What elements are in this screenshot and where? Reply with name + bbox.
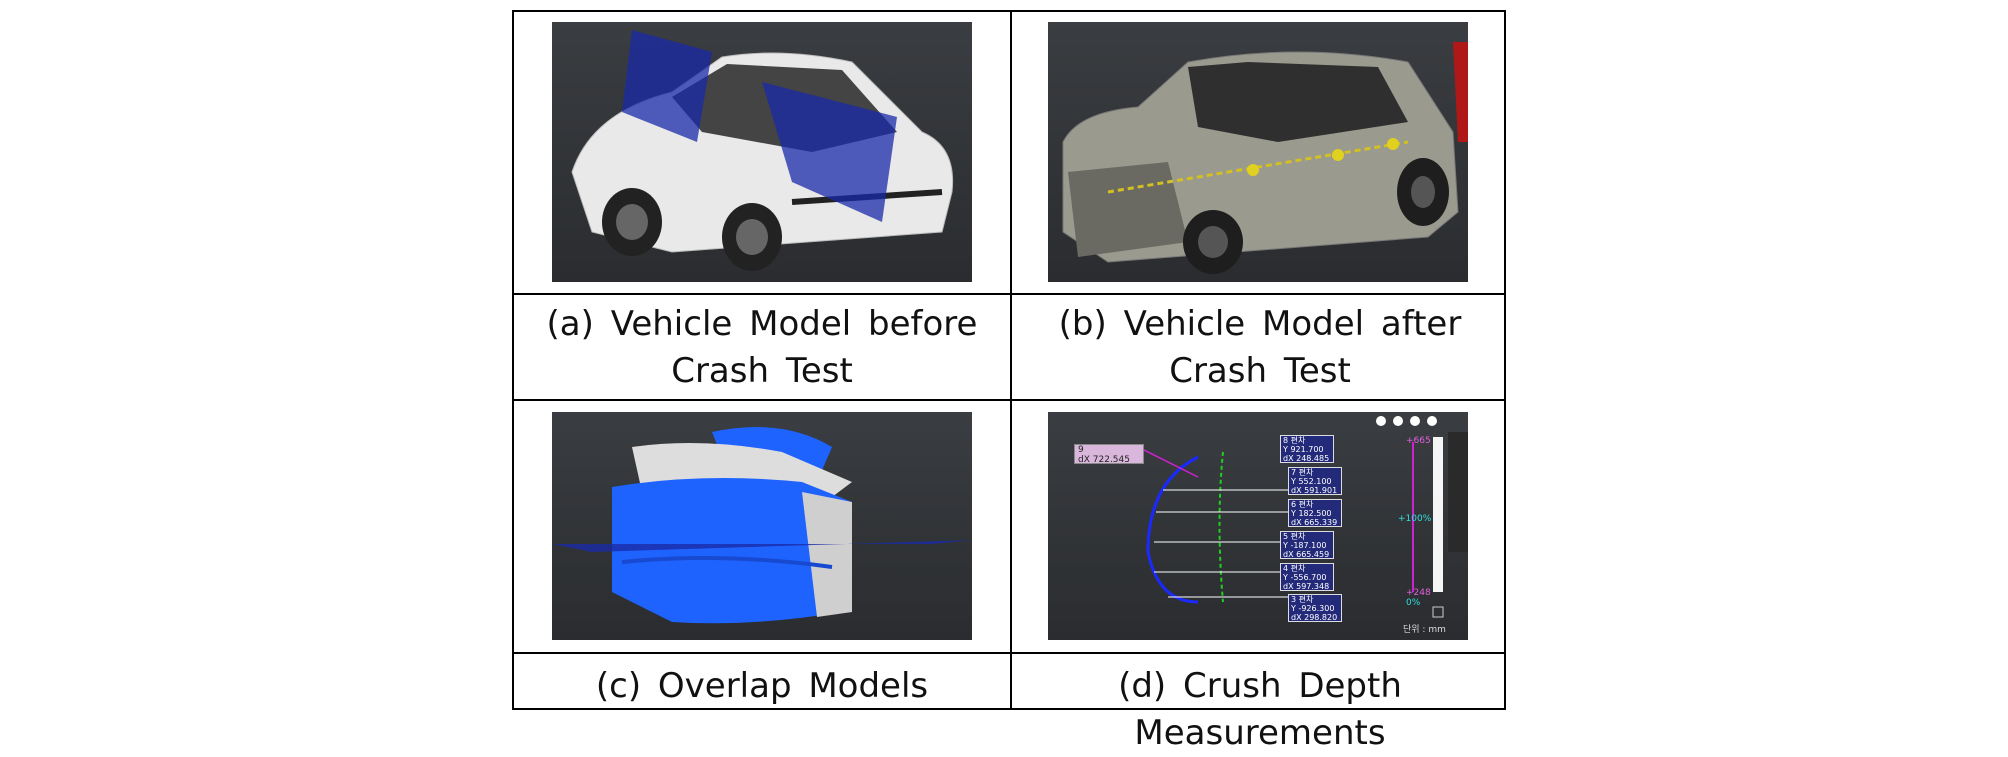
caption-b: (b) Vehicle Model after Crash Test: [1012, 301, 1508, 395]
vehicle-before-illustration: [571, 30, 954, 271]
caption-a-line1: (a) Vehicle Model before: [546, 304, 978, 344]
measurement-title: 편차: [1298, 595, 1314, 604]
table-divider-row2: [514, 399, 1504, 401]
toolbar-icons: [1376, 416, 1437, 426]
measure-header-value: 722.545: [1092, 455, 1130, 465]
measurement-dx-label: dX: [1283, 550, 1294, 559]
table-divider-row1: [514, 293, 1504, 295]
scale-zero-label: 0%: [1406, 598, 1421, 608]
measurement-y-value: 182.500: [1298, 509, 1332, 518]
measurement-y-label: Y: [1291, 604, 1296, 613]
vehicle-after-illustration: [1062, 42, 1468, 274]
caption-b-line1: (b) Vehicle Model after: [1058, 304, 1462, 344]
measurement-y-label: Y: [1283, 445, 1288, 454]
measure-header-box: 9 dX 722.545: [1074, 444, 1144, 465]
caption-d: (d) Crush Depth Measurements: [1118, 666, 1402, 753]
measurement-dx-label: dX: [1283, 582, 1294, 591]
measure-header-id: 9: [1078, 445, 1084, 455]
measurement-id: 6: [1291, 500, 1297, 509]
caption-a: (a) Vehicle Model before Crash Test: [514, 301, 1010, 395]
measurement-y-value: -926.300: [1298, 604, 1335, 613]
figure-table: (a) Vehicle Model before Crash Test (b) …: [512, 10, 1508, 753]
measurement-title: 편차: [1290, 532, 1306, 541]
measurement-y-label: Y: [1283, 573, 1288, 582]
measurement-dx-value: 665.459: [1296, 550, 1330, 559]
measurement-dx-value: 298.820: [1304, 613, 1338, 622]
measurement-dx-value: 248.485: [1296, 454, 1330, 463]
measurement-title: 편차: [1290, 564, 1306, 573]
table-divider-vertical: [1010, 12, 1012, 708]
scale-top-label: +665: [1406, 436, 1431, 446]
panel-vehicle-after: [1048, 22, 1468, 282]
measurement-y-label: Y: [1283, 541, 1288, 550]
measurement-dx-label: dX: [1291, 486, 1302, 495]
scale-mid-label: +100%: [1398, 514, 1432, 524]
measurement-title: 편차: [1298, 468, 1314, 477]
panel-vehicle-before: [552, 22, 972, 282]
measurement-y-label: Y: [1291, 477, 1296, 486]
measurement-dx-label: dX: [1283, 454, 1294, 463]
measurement-id: 8: [1283, 436, 1289, 445]
measurement-dx-value: 665.339: [1304, 518, 1338, 527]
panel-overlap-models: [552, 412, 972, 640]
measurement-dx-label: dX: [1291, 518, 1302, 527]
measure-header-label: dX: [1078, 455, 1090, 465]
measurement-id: 3: [1291, 595, 1297, 604]
measurement-title: 편차: [1298, 500, 1314, 509]
scale-bottom-label: +248: [1406, 588, 1431, 598]
measurement-dx-value: 591.901: [1304, 486, 1338, 495]
measurement-y-value: 921.700: [1290, 445, 1324, 454]
overlap-illustration: [552, 427, 972, 624]
measurement-id: 4: [1283, 564, 1289, 573]
measurement-y-label: Y: [1291, 509, 1296, 518]
crush-depth-illustration: [1137, 416, 1468, 618]
measurement-dx-label: dX: [1291, 613, 1302, 622]
caption-b-line2: Crash Test: [1169, 351, 1351, 391]
caption-a-line2: Crash Test: [671, 351, 853, 391]
caption-c: (c) Overlap Models: [595, 666, 929, 706]
measurement-y-value: -556.700: [1290, 573, 1327, 582]
unit-label: 단위 : mm: [1403, 625, 1446, 635]
measurement-y-value: -187.100: [1290, 541, 1327, 550]
measurement-y-value: 552.100: [1298, 477, 1332, 486]
measurement-dx-value: 597.348: [1296, 582, 1330, 591]
measurement-id: 7: [1291, 468, 1297, 477]
measurement-title: 편차: [1290, 436, 1306, 445]
measurement-id: 5: [1283, 532, 1289, 541]
table-divider-row3: [514, 652, 1504, 654]
